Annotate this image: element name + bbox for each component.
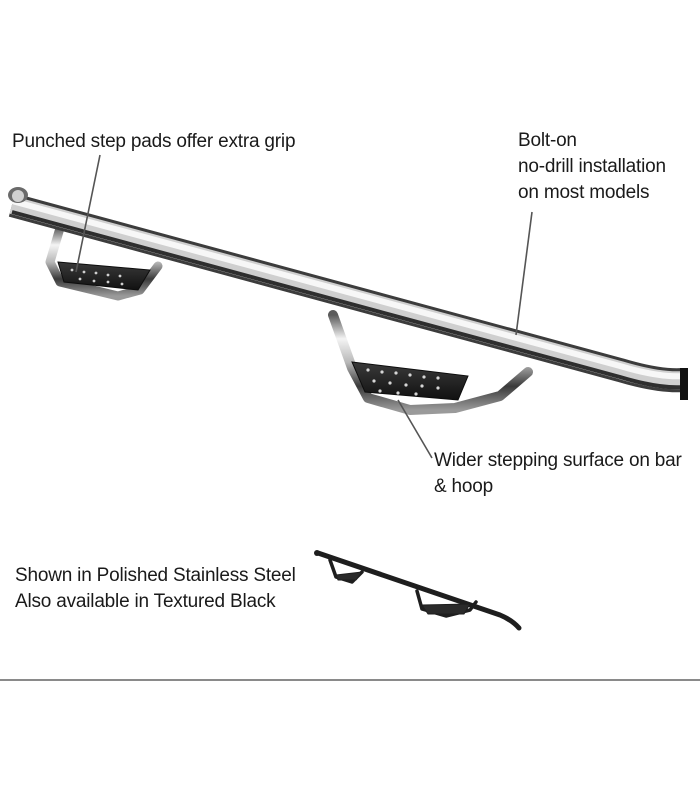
finish-note: Shown in Polished Stainless Steel Also a… <box>15 563 296 615</box>
main-tube <box>8 187 688 400</box>
finish-note-line-1: Shown in Polished Stainless Steel <box>15 565 296 586</box>
wider-surface-callout-label: Wider stepping surface on bar & hoop <box>434 448 682 500</box>
rear-step-hoop <box>45 223 163 301</box>
front-step-pad <box>351 361 469 401</box>
grip-callout-text: Punched step pads offer extra grip <box>12 131 296 152</box>
bolt-on-line-1: Bolt-on <box>518 130 577 151</box>
wider-surface-line-1: Wider stepping surface on bar <box>434 450 682 471</box>
section-divider <box>0 679 700 681</box>
bolt-on-line-3: on most models <box>518 182 650 203</box>
textured-black-variant-image <box>314 550 522 631</box>
bolt-on-callout-label: Bolt-on no-drill installation on most mo… <box>518 128 666 206</box>
rear-step-pad <box>57 261 151 291</box>
finish-note-line-2: Also available in Textured Black <box>15 591 276 612</box>
callout-leaders <box>75 154 533 459</box>
bolt-on-line-2: no-drill installation <box>518 156 666 177</box>
front-step-hoop <box>328 310 533 415</box>
grip-callout-label: Punched step pads offer extra grip <box>12 129 296 155</box>
wider-surface-line-2: & hoop <box>434 476 494 497</box>
